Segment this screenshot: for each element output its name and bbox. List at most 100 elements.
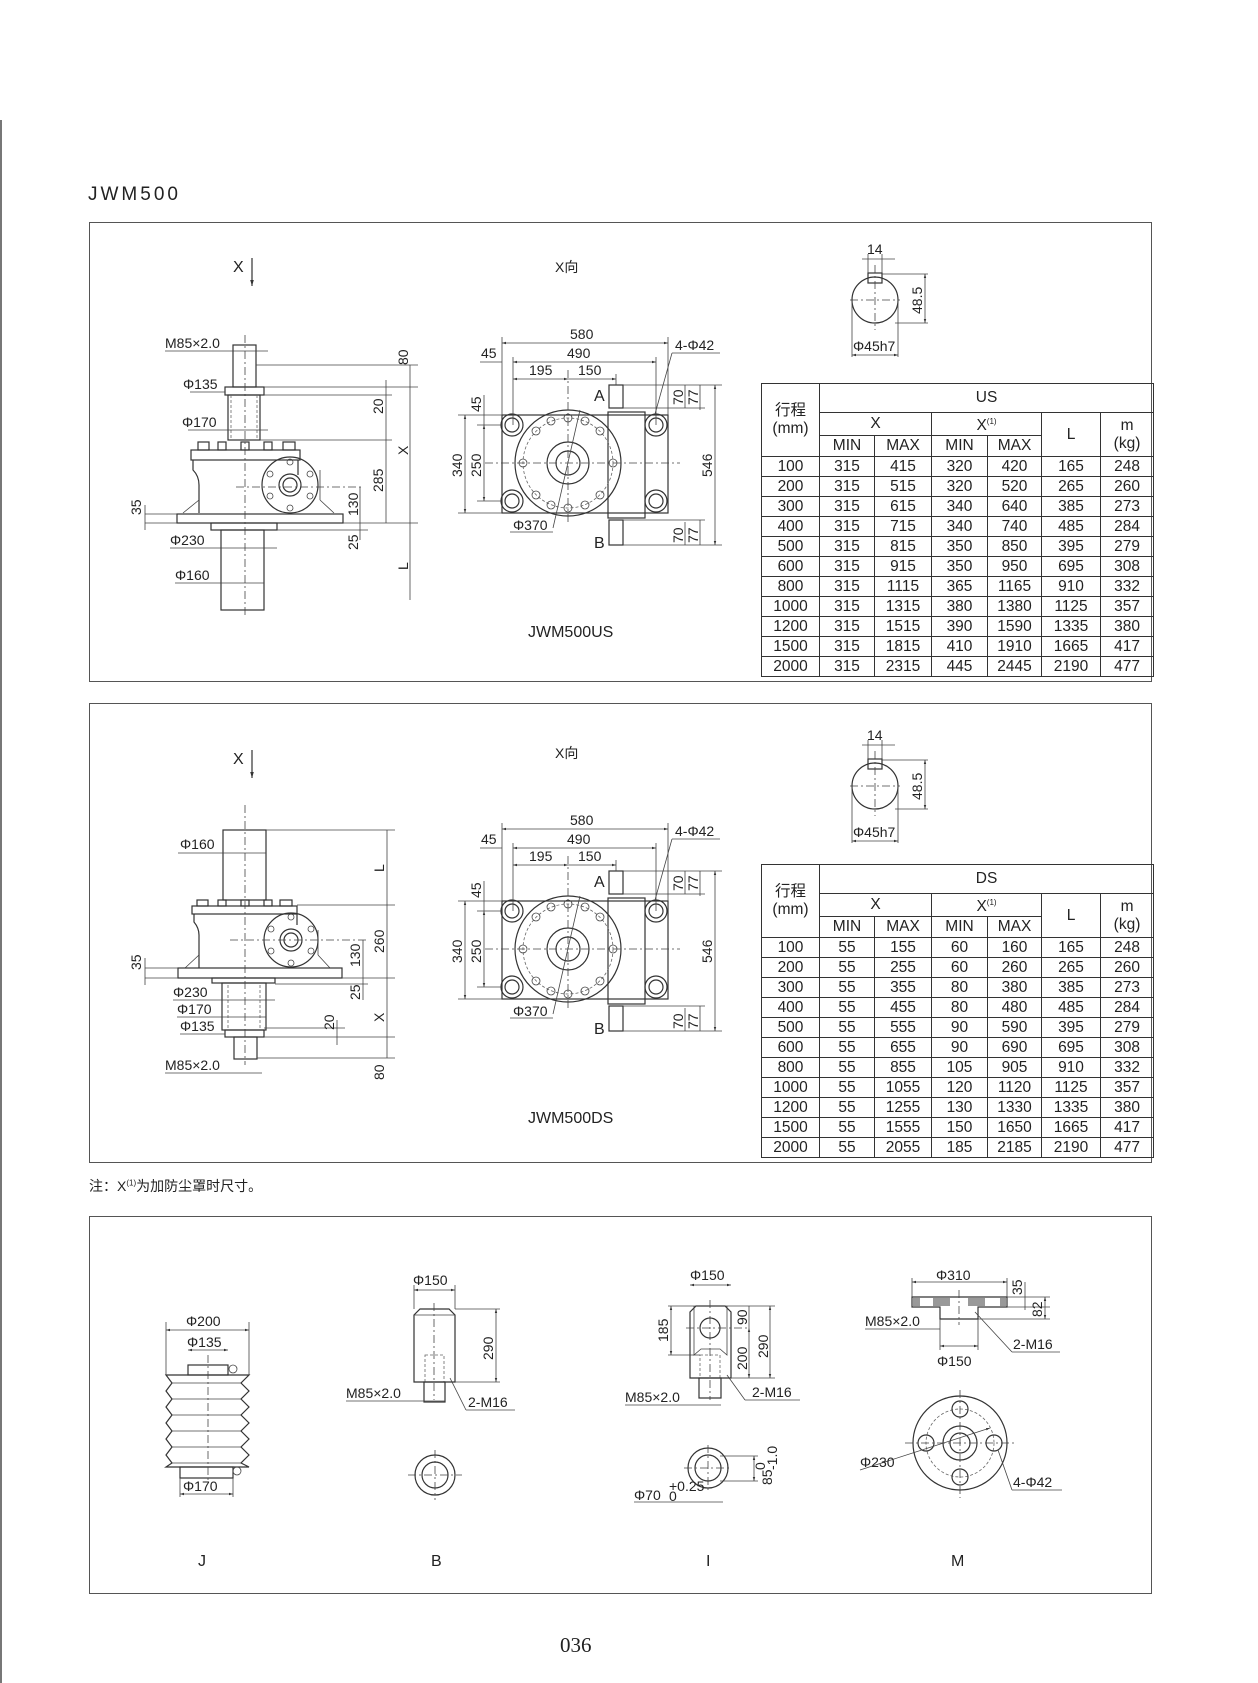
j-d200-label: Φ200 bbox=[186, 1313, 221, 1329]
b-h290-label: 290 bbox=[480, 1336, 496, 1360]
dim-77-bottom: 77 bbox=[685, 1013, 701, 1029]
table-cell: 417 bbox=[1099, 636, 1155, 658]
table-cell: 332 bbox=[1099, 576, 1155, 598]
header-cell: X bbox=[819, 892, 932, 918]
port-b-label: B bbox=[594, 1021, 605, 1038]
mass-unit: (kg) bbox=[1113, 434, 1141, 452]
header-cell: X bbox=[819, 411, 932, 437]
mass-header: m(kg) bbox=[1099, 411, 1155, 458]
header-text: X bbox=[976, 898, 987, 916]
dim-70-top: 70 bbox=[670, 389, 686, 405]
page-edge-line bbox=[0, 120, 2, 1683]
table-cell: 315 bbox=[819, 536, 875, 558]
dim-70-bottom: 70 bbox=[670, 527, 686, 543]
dim-546: 546 bbox=[699, 939, 715, 963]
table-cell: 600 bbox=[761, 1037, 820, 1059]
h25-label: 25 bbox=[347, 984, 363, 1000]
holes-label: 4-Φ42 bbox=[675, 337, 714, 353]
thread-label: M85×2.0 bbox=[165, 335, 220, 351]
table-cell: 800 bbox=[761, 576, 820, 598]
table-cell: 380 bbox=[1099, 1097, 1155, 1119]
m-h35-label: 35 bbox=[1009, 1279, 1025, 1295]
model-caption: JWM500DS bbox=[528, 1110, 613, 1127]
m-thread-label: M85×2.0 bbox=[865, 1313, 920, 1329]
mass-label: m bbox=[1120, 897, 1134, 915]
table-cell: 315 bbox=[819, 476, 875, 498]
m-holes-tap-label: 2-M16 bbox=[1013, 1336, 1053, 1352]
h35-label: 35 bbox=[128, 954, 144, 970]
table-cell: 395 bbox=[1041, 1017, 1101, 1039]
header-text: MAX bbox=[886, 437, 920, 455]
table-cell: 910 bbox=[1041, 1057, 1101, 1079]
table-cell: 1815 bbox=[874, 636, 932, 658]
dim-77-top: 77 bbox=[685, 389, 701, 405]
table-cell: 55 bbox=[819, 1017, 875, 1039]
dim-45-horizontal: 45 bbox=[481, 831, 497, 847]
us-side-view: X M85×2.0 Φ135 Φ170 Φ230 Φ160 80 20 X 28… bbox=[128, 258, 418, 615]
dim-45-vertical: 45 bbox=[468, 882, 484, 898]
b-d150-label: Φ150 bbox=[413, 1272, 448, 1288]
shaft-key-detail: 14 48.5 Φ45h7 bbox=[850, 241, 928, 357]
header-cell: X(1) bbox=[931, 892, 1042, 918]
table-cell: 1330 bbox=[987, 1097, 1042, 1119]
mass-label: m bbox=[1120, 416, 1134, 434]
key-depth-label: 48.5 bbox=[909, 773, 925, 800]
table-cell: 600 bbox=[761, 556, 820, 578]
dim-250: 250 bbox=[468, 939, 484, 963]
footnote: 注：X(1)为加防尘罩时尺寸。 bbox=[89, 1176, 262, 1196]
h130-label: 130 bbox=[345, 492, 361, 516]
table-cell: 1515 bbox=[874, 616, 932, 638]
table-cell: 1380 bbox=[987, 596, 1042, 618]
table-cell: 315 bbox=[819, 636, 875, 658]
dim-195: 195 bbox=[529, 848, 553, 864]
table-cell: 477 bbox=[1099, 656, 1155, 678]
key-width-label: 14 bbox=[867, 727, 883, 743]
page-title: JWM500 bbox=[88, 184, 181, 205]
i-holes-label: 2-M16 bbox=[752, 1384, 792, 1400]
key-width-label: 14 bbox=[867, 241, 883, 257]
header-cell: X(1) bbox=[931, 411, 1042, 437]
m-d150-label: Φ150 bbox=[937, 1353, 972, 1369]
dim-77-bottom: 77 bbox=[685, 527, 701, 543]
h80-label: 80 bbox=[395, 349, 411, 365]
footnote-text: 为加防尘罩时尺寸。 bbox=[136, 1178, 263, 1194]
m-d230-label: Φ230 bbox=[860, 1454, 895, 1470]
accessory-i-clevis: Φ150 185 90 200 290 M85×2.0 2-M16 Φ70 +0… bbox=[625, 1267, 800, 1570]
b-thread-label: M85×2.0 bbox=[346, 1385, 401, 1401]
mass-unit: (kg) bbox=[1113, 915, 1141, 933]
table-cell: 155 bbox=[874, 937, 932, 959]
d160-label: Φ160 bbox=[175, 567, 210, 583]
stroke-header: 行程(mm) bbox=[761, 863, 820, 939]
h20-label: 20 bbox=[321, 1014, 337, 1030]
view-label: X向 bbox=[555, 745, 578, 761]
i-h85-tol-lower: -1.0 bbox=[764, 1446, 780, 1470]
header-cell: DS bbox=[818, 864, 1155, 894]
footnote-sup: (1) bbox=[126, 1178, 137, 1188]
view-label: X向 bbox=[555, 259, 578, 275]
dim-150: 150 bbox=[578, 848, 602, 864]
table-cell: 2000 bbox=[761, 1137, 820, 1159]
footnote-prefix: 注：X bbox=[89, 1178, 127, 1194]
shaft-diameter-label: Φ45h7 bbox=[853, 824, 896, 840]
model-caption: JWM500US bbox=[528, 624, 613, 641]
header-sup: (1) bbox=[986, 898, 997, 907]
dim-45-vertical: 45 bbox=[468, 396, 484, 412]
header-text: US bbox=[975, 389, 998, 406]
table-cell: 105 bbox=[931, 1057, 988, 1079]
table-cell: 248 bbox=[1099, 456, 1155, 478]
i-h290-label: 290 bbox=[755, 1334, 771, 1358]
table-cell: 60 bbox=[931, 957, 988, 979]
table-cell: 2000 bbox=[761, 656, 820, 678]
